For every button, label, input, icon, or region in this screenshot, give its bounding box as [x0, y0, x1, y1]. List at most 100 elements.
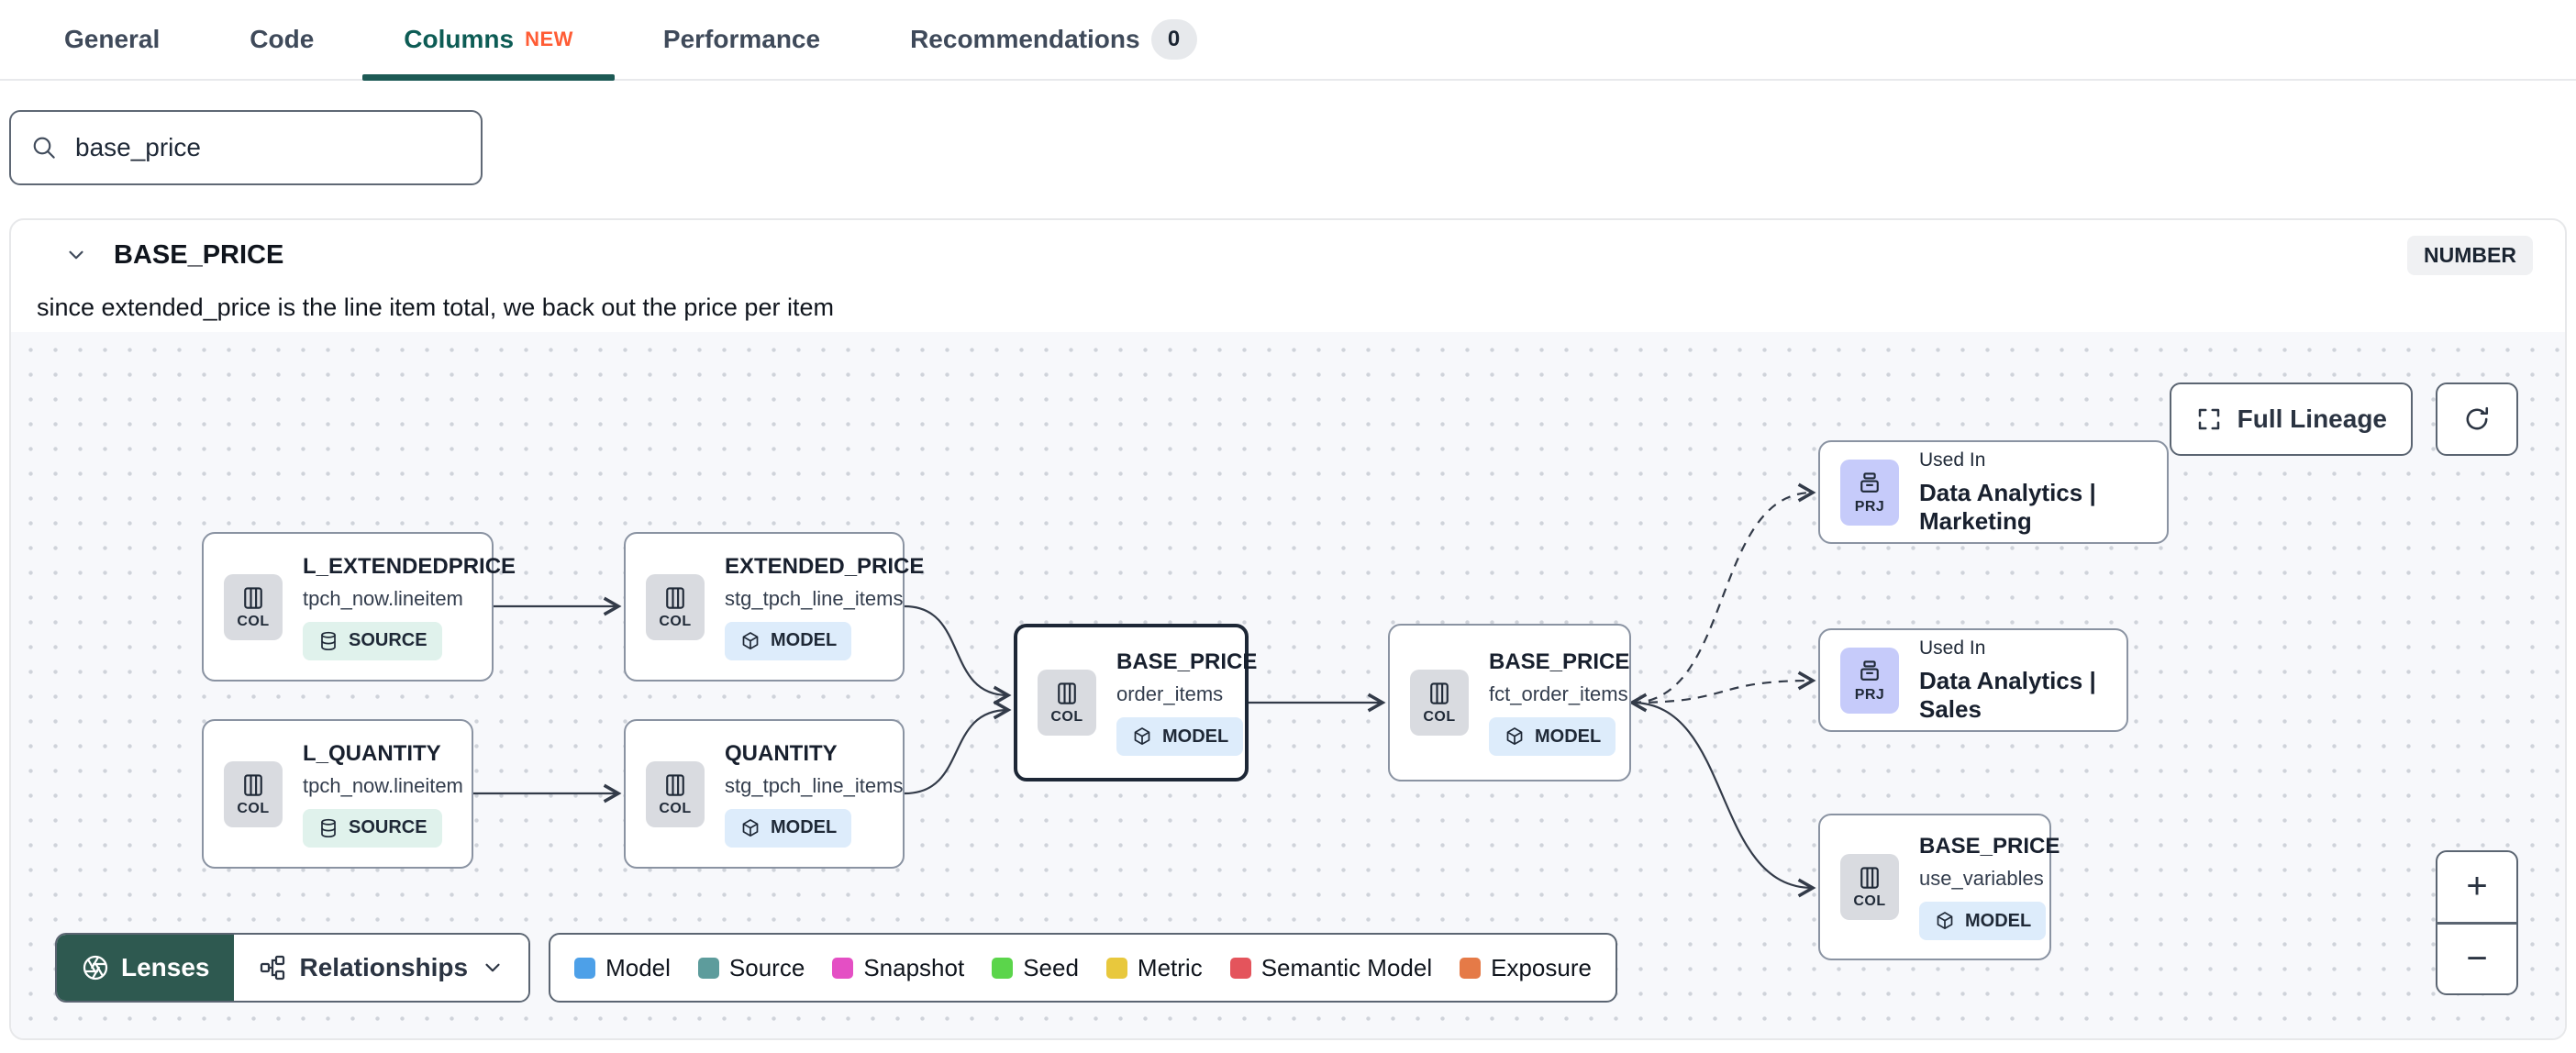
hierarchy-icon	[260, 955, 284, 981]
search-input[interactable]	[75, 133, 462, 162]
tab-code[interactable]: Code	[208, 0, 355, 79]
legend-swatch	[1460, 957, 1482, 979]
tab-label: Code	[250, 25, 315, 53]
node-title: BASE_PRICE	[1919, 834, 2060, 859]
collapse-chevron-icon[interactable]	[64, 243, 88, 267]
columns-icon	[666, 586, 684, 609]
resource-badge-model: MODEL	[1116, 717, 1244, 756]
resource-badge-model: MODEL	[1489, 717, 1616, 756]
used-in-label: Used In	[1919, 449, 1986, 471]
relationships-label: Relationships	[299, 953, 469, 981]
col-badge: COL	[1410, 670, 1469, 736]
legend-label: Model	[605, 953, 671, 981]
prj-badge: PRJ	[1840, 647, 1899, 714]
model-cube-icon	[1134, 727, 1150, 746]
tab-general[interactable]: General	[23, 0, 201, 79]
legend-swatch	[1229, 957, 1251, 979]
resource-badge-model: MODEL	[1919, 902, 2047, 940]
node-title: Data Analytics | Sales	[1919, 666, 2096, 723]
node-subtitle: fct_order_items	[1489, 682, 1628, 705]
full-lineage-button[interactable]: Full Lineage	[2169, 382, 2413, 456]
model-cube-icon	[742, 818, 759, 837]
tab-label: General	[64, 25, 161, 53]
node-title: BASE_PRICE	[1116, 649, 1258, 674]
search-box[interactable]	[9, 110, 483, 185]
col-badge: COL	[224, 760, 283, 827]
legend-label: Exposure	[1491, 953, 1592, 981]
node-subtitle: order_items	[1116, 682, 1224, 705]
columns-icon	[666, 773, 684, 796]
node-title: L_QUANTITY	[303, 740, 441, 766]
chevron-down-icon	[485, 963, 500, 972]
full-lineage-label: Full Lineage	[2237, 405, 2387, 433]
legend-swatch	[697, 957, 719, 979]
legend-item-semantic-model: Semantic Model	[1229, 954, 1432, 982]
project-icon	[1860, 471, 1879, 493]
col-badge: COL	[646, 573, 705, 640]
node-subtitle: tpch_now.lineitem	[303, 586, 463, 610]
col-badge: COL	[1840, 854, 1899, 920]
tab-columns[interactable]: Columns NEW	[362, 0, 615, 81]
lenses-label: Lenses	[121, 953, 210, 981]
legend-item-metric: Metric	[1105, 953, 1203, 982]
legend-item-seed: Seed	[992, 954, 1079, 982]
lineage-canvas[interactable]: Full Lineage + − Lenses Relationships Mo	[11, 332, 2565, 1038]
model-cube-icon	[742, 631, 759, 649]
zoom-in-button[interactable]: +	[2437, 852, 2516, 925]
col-badge: COL	[646, 760, 705, 827]
node-title: EXTENDED_PRICE	[725, 553, 925, 579]
zoom-out-button[interactable]: −	[2466, 937, 2488, 979]
legend-swatch	[832, 957, 854, 979]
columns-icon	[244, 773, 262, 796]
lineage-node-used_in_sales[interactable]: PRJ Used In Data Analytics | Sales	[1818, 628, 2128, 732]
col-badge: COL	[224, 573, 283, 640]
resource-badge-model: MODEL	[725, 808, 852, 848]
resource-badge-source: SOURCE	[303, 808, 442, 848]
col-badge: COL	[1038, 670, 1096, 736]
refresh-button[interactable]	[2436, 382, 2518, 456]
prj-badge: PRJ	[1840, 459, 1899, 526]
node-title: BASE_PRICE	[1489, 649, 1630, 674]
database-icon	[321, 818, 336, 837]
node-subtitle: stg_tpch_line_items	[725, 586, 904, 610]
column-name: BASE_PRICE	[114, 239, 284, 270]
used-in-label: Used In	[1919, 637, 1986, 659]
column-description: since extended_price is the line item to…	[37, 294, 834, 321]
relationships-dropdown[interactable]: Relationships	[233, 935, 529, 1001]
lenses-button[interactable]: Lenses	[57, 935, 234, 1001]
project-icon	[1860, 660, 1879, 681]
count-badge: 0	[1150, 19, 1197, 60]
model-cube-icon	[1937, 912, 1953, 930]
node-title: L_EXTENDEDPRICE	[303, 553, 516, 579]
resource-badge-source: SOURCE	[303, 621, 442, 660]
data-type-badge: NUMBER	[2407, 235, 2533, 275]
legend-label: Snapshot	[863, 953, 965, 981]
node-title: QUANTITY	[725, 740, 838, 766]
tab-performance[interactable]: Performance	[622, 0, 861, 79]
legend-swatch	[574, 957, 596, 979]
lineage-edge	[1628, 671, 1816, 713]
legend-swatch	[992, 957, 1014, 979]
legend-label: Metric	[1137, 953, 1203, 981]
node-subtitle: stg_tpch_line_items	[725, 773, 904, 797]
refresh-icon	[2466, 406, 2489, 430]
node-subtitle: tpch_now.lineitem	[303, 773, 463, 797]
tab-label: Columns	[404, 25, 515, 53]
new-badge: NEW	[525, 28, 573, 50]
search-row	[0, 81, 2576, 185]
column-panel: BASE_PRICE NUMBER since extended_price i…	[9, 218, 2567, 1040]
resource-badge-model: MODEL	[725, 621, 852, 660]
columns-icon	[1860, 867, 1879, 889]
model-cube-icon	[1506, 727, 1523, 746]
legend-swatch	[1105, 957, 1127, 979]
